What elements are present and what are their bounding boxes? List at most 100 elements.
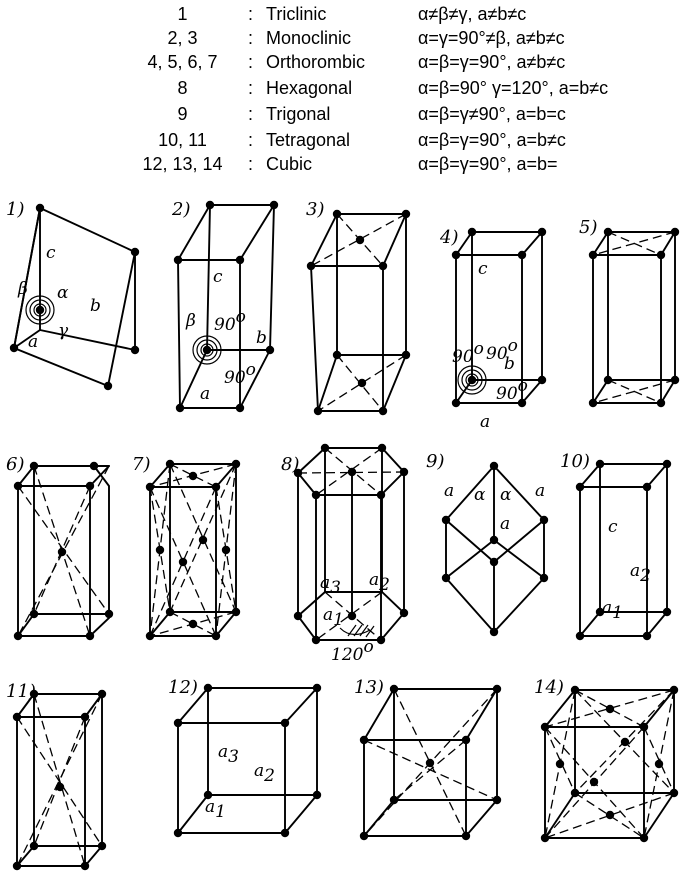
lattice-points xyxy=(588,227,680,408)
edge-label-c: c xyxy=(213,267,223,287)
cell-edges xyxy=(177,687,318,834)
lattice-9-trigonal: 9) a a a α α xyxy=(426,451,549,637)
face-centre-point xyxy=(605,704,615,714)
cell-edge xyxy=(544,689,576,728)
system-name: Monoclinic xyxy=(266,28,352,48)
cell-edge xyxy=(465,799,498,837)
legend-row-orthorhombic: 4, 5, 6, 7 : Orthorombic α=β=γ=90°, a≠b≠… xyxy=(0,50,685,74)
body-diagonal xyxy=(16,716,103,847)
bravais-lattice-diagrams: 1) c b a α β γ 2) xyxy=(0,180,685,871)
angle-arc xyxy=(461,369,483,391)
lattice-point xyxy=(588,398,598,408)
lattice-point xyxy=(378,261,388,271)
lattice-points xyxy=(293,443,409,645)
angle-label-120: 120o xyxy=(331,637,374,665)
lattice-label: 3) xyxy=(306,199,324,220)
lattice-point xyxy=(376,635,386,645)
angle-label-beta: β xyxy=(17,279,28,299)
lattice-point xyxy=(570,685,580,695)
cell-edge xyxy=(455,231,473,256)
edge-label-a1: a1 xyxy=(602,598,623,623)
lattice-point xyxy=(145,482,155,492)
lattice-point xyxy=(165,459,175,469)
lattice-point xyxy=(12,712,22,722)
face-diagonal xyxy=(592,231,676,256)
system-name: Triclinic xyxy=(266,4,327,24)
cell-edge xyxy=(239,204,275,261)
lattice-points xyxy=(359,684,502,841)
edge-label-a2: a2 xyxy=(630,561,651,586)
lattice-parameters: α=β=γ=90°, a≠b≠c xyxy=(418,52,566,72)
legend-row-monoclinic: 2, 3 : Monoclinic α=γ=90°≠β, a≠b≠c xyxy=(0,26,685,50)
face-diagonals xyxy=(592,231,676,404)
lattice-point xyxy=(357,378,367,388)
face-centre-point xyxy=(555,759,565,769)
lattice-point xyxy=(12,861,22,871)
edge-label-c: c xyxy=(478,259,488,279)
lattice-point xyxy=(347,611,357,621)
lattice-point xyxy=(280,718,290,728)
lattice-point xyxy=(265,345,275,355)
lattice-point xyxy=(399,608,409,618)
lattice-point xyxy=(97,689,107,699)
angle-marks xyxy=(25,295,55,325)
cell-edge xyxy=(177,687,209,724)
lattice-point xyxy=(280,828,290,838)
cell-edge xyxy=(16,716,86,867)
cell-edge xyxy=(646,463,668,488)
lattice-point xyxy=(165,607,175,617)
lattice-point xyxy=(35,203,45,213)
cell-edge xyxy=(177,794,209,834)
cell-edge xyxy=(179,349,208,409)
lattice-numbers: 8 xyxy=(177,78,188,98)
lattice-12-cubic: 12) a3 a2 a1 xyxy=(168,677,322,838)
angle-label-90: 90o xyxy=(214,307,246,335)
face-centre-point xyxy=(589,777,599,787)
lattice-13-cubic-body-centred: 13) xyxy=(354,677,502,841)
cell-edge xyxy=(660,231,676,256)
lattice-point xyxy=(669,685,679,695)
body-diagonal xyxy=(17,465,110,637)
lattice-label: 1) xyxy=(6,199,24,220)
edge-label-b: b xyxy=(90,296,101,316)
cell-edge xyxy=(579,463,601,488)
cell-edge xyxy=(39,329,136,351)
separator: : xyxy=(248,28,254,48)
lattice-point xyxy=(377,443,387,453)
cell-edge xyxy=(493,465,545,521)
lattice-point xyxy=(97,841,107,851)
lattice-point xyxy=(306,261,316,271)
lattice-point xyxy=(29,841,39,851)
lattice-point xyxy=(467,227,477,237)
cell-edge xyxy=(493,539,545,579)
lattice-point xyxy=(203,683,213,693)
face-centre-point xyxy=(188,619,198,629)
lattice-label: 4) xyxy=(439,227,458,248)
lattice-point xyxy=(89,461,99,471)
legend-row-hexagonal: 8 : Hexagonal α=β=90° γ=120°, a=b≠c xyxy=(0,76,685,100)
lattice-point xyxy=(205,200,215,210)
edge-label-a1: a1 xyxy=(205,797,226,822)
separator: : xyxy=(248,4,254,24)
body-centre-point xyxy=(55,782,65,792)
lattice-point xyxy=(29,689,39,699)
lattice-point xyxy=(359,831,369,841)
cell-edge xyxy=(239,349,271,409)
lattice-point xyxy=(540,833,550,843)
cell-edge xyxy=(363,799,395,837)
lattice-label: 12) xyxy=(168,677,198,698)
angle-label-90: 90o xyxy=(224,360,256,388)
lattice-14-cubic-face-centred: 14) xyxy=(534,677,679,843)
lattice-point xyxy=(662,607,672,617)
angle-label-gamma: γ xyxy=(58,321,69,341)
lattice-point xyxy=(211,482,221,492)
lattice-numbers: 12, 13, 14 xyxy=(142,154,223,174)
lattice-1-triclinic: 1) c b a α β γ xyxy=(6,199,140,391)
crystal-system-legend: 1 : Triclinic α≠β≠γ, a≠b≠c 2, 3 : Monocl… xyxy=(0,0,685,180)
cell-edges xyxy=(445,465,545,633)
face-diagonal xyxy=(544,689,675,728)
edge-label-a3: a3 xyxy=(218,742,239,767)
lattice-point xyxy=(656,398,666,408)
system-name: Tetragonal xyxy=(266,130,351,150)
cell-edge xyxy=(592,379,609,404)
